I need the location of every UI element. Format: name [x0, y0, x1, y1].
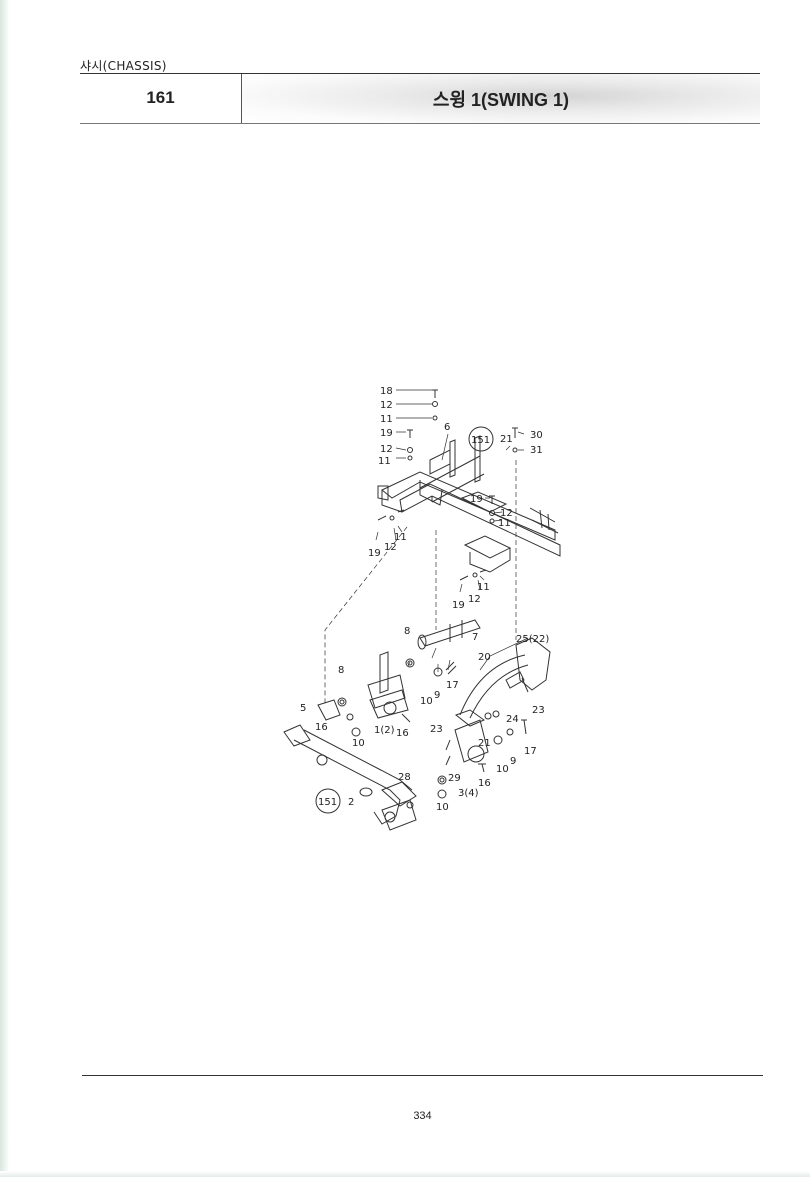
- callout: 20: [478, 652, 491, 663]
- page-number: 334: [413, 1110, 432, 1122]
- callout: 12: [500, 508, 513, 519]
- callout: 8: [404, 626, 410, 637]
- leader-lines: [324, 389, 529, 705]
- upper-frame: [377, 435, 561, 573]
- callout: 23: [532, 705, 545, 716]
- parts-drawing: 18 12 11 19 12 11 6 21 30 31 19 12 11 11…: [283, 386, 561, 831]
- callout: 10: [436, 802, 449, 813]
- swing-arc-link: [459, 637, 551, 719]
- callout: 12: [380, 444, 393, 455]
- callout: 11: [498, 518, 511, 529]
- callout: 29: [448, 773, 461, 784]
- group-number: 161: [146, 88, 175, 107]
- callout: 30: [530, 430, 543, 441]
- callout: 12: [380, 400, 393, 411]
- callout: 28: [398, 772, 411, 783]
- callout: 2: [348, 797, 354, 808]
- header-divider: [241, 74, 242, 124]
- callout: 7: [472, 632, 478, 643]
- left-knuckle: [317, 651, 411, 737]
- ref-bubble-top: [468, 426, 494, 452]
- callout: 6: [444, 422, 450, 433]
- callout: 10: [352, 738, 365, 749]
- callout: 19: [368, 548, 381, 559]
- callout: 5: [300, 703, 306, 714]
- section-label: 샤시(CHASSIS): [80, 59, 167, 73]
- callout: 16: [396, 728, 409, 739]
- callout: 21: [478, 738, 491, 749]
- ref-bubble-label: 151: [471, 435, 490, 446]
- swing-shaft: [405, 619, 481, 677]
- callout: 3(4): [458, 788, 479, 799]
- ref-bubble-label: 151: [318, 797, 337, 808]
- callout: 12: [468, 594, 481, 605]
- callout: 23: [430, 724, 443, 735]
- callout: 18: [380, 386, 393, 397]
- callout: 16: [478, 778, 491, 789]
- header-title-shading: [242, 74, 760, 123]
- callout: 21: [500, 434, 513, 445]
- callout: 8: [338, 665, 344, 676]
- callout: 10: [496, 764, 509, 775]
- footer-rule: [82, 1075, 763, 1076]
- callout: 1(2): [374, 725, 395, 736]
- callout: 24: [506, 714, 519, 725]
- callout: 17: [524, 746, 537, 757]
- page-edge-shadow: [0, 0, 9, 1177]
- header-bottom-rule: [80, 123, 760, 124]
- exploded-parts-diagram: 18 12 11 19 12 11 6 21 30 31 19 12 11 11…: [270, 380, 580, 840]
- callout: 9: [434, 690, 440, 701]
- header-top-rule: [80, 73, 760, 74]
- ref-bubble-bottom: [315, 788, 341, 814]
- callout: 11: [477, 582, 490, 593]
- callout-labels: 18 12 11 19 12 11 6 21 30 31 19 12 11 11…: [300, 386, 549, 813]
- callout: 17: [446, 680, 459, 691]
- callout: 25(22): [516, 634, 549, 645]
- callout: 16: [315, 722, 328, 733]
- callout: 11: [378, 456, 391, 467]
- lower-axle-beam: [283, 724, 417, 831]
- group-title: 스윙 1(SWING 1): [432, 90, 570, 110]
- callout: 12: [384, 542, 397, 553]
- page-bottom-shadow: [0, 1171, 810, 1177]
- callout: 31: [530, 445, 543, 456]
- callout: 19: [452, 600, 465, 611]
- callout: 19: [380, 428, 393, 439]
- top-hardware: [377, 389, 518, 581]
- callout: 10: [420, 696, 433, 707]
- callout: 9: [510, 756, 516, 767]
- callout: 11: [380, 414, 393, 425]
- callout: 11: [394, 532, 407, 543]
- callout: 19: [470, 494, 483, 505]
- right-knuckle: [437, 709, 527, 799]
